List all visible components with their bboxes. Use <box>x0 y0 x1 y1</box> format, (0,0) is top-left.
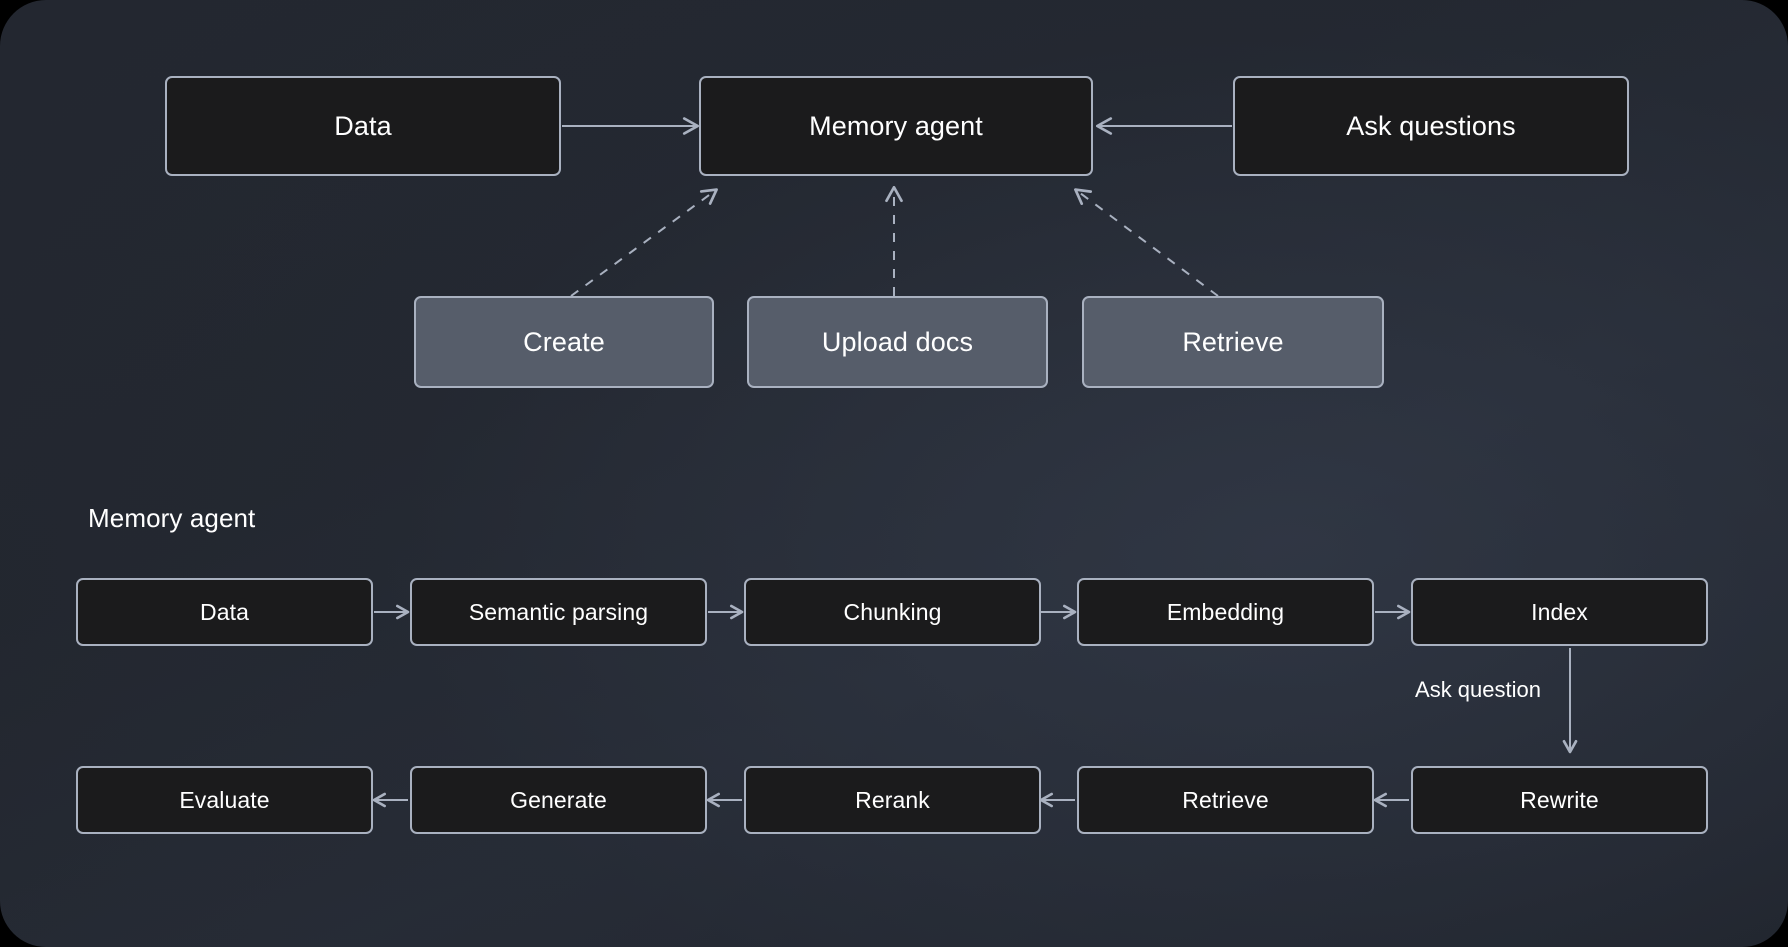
node-pipeline-generate[interactable]: Generate <box>410 766 707 834</box>
node-pipeline-index[interactable]: Index <box>1411 578 1708 646</box>
node-create[interactable]: Create <box>414 296 714 388</box>
node-pipeline-rerank[interactable]: Rerank <box>744 766 1041 834</box>
node-pipeline-semantic-parsing[interactable]: Semantic parsing <box>410 578 707 646</box>
edge-create-to-memory-agent <box>570 188 718 297</box>
node-memory-agent[interactable]: Memory agent <box>699 76 1093 176</box>
node-upload-docs[interactable]: Upload docs <box>747 296 1048 388</box>
edge-retrieve-to-memory-agent <box>1074 188 1219 297</box>
node-pipeline-embedding[interactable]: Embedding <box>1077 578 1374 646</box>
edge-label-ask-question: Ask question <box>1415 677 1541 702</box>
node-pipeline-rewrite[interactable]: Rewrite <box>1411 766 1708 834</box>
node-pipeline-retrieve[interactable]: Retrieve <box>1077 766 1374 834</box>
pipeline-section-title: Memory agent <box>88 503 256 533</box>
node-pipeline-evaluate[interactable]: Evaluate <box>76 766 373 834</box>
node-ask-questions[interactable]: Ask questions <box>1233 76 1629 176</box>
node-pipeline-chunking[interactable]: Chunking <box>744 578 1041 646</box>
node-data[interactable]: Data <box>165 76 561 176</box>
node-retrieve[interactable]: Retrieve <box>1082 296 1384 388</box>
node-pipeline-data[interactable]: Data <box>76 578 373 646</box>
